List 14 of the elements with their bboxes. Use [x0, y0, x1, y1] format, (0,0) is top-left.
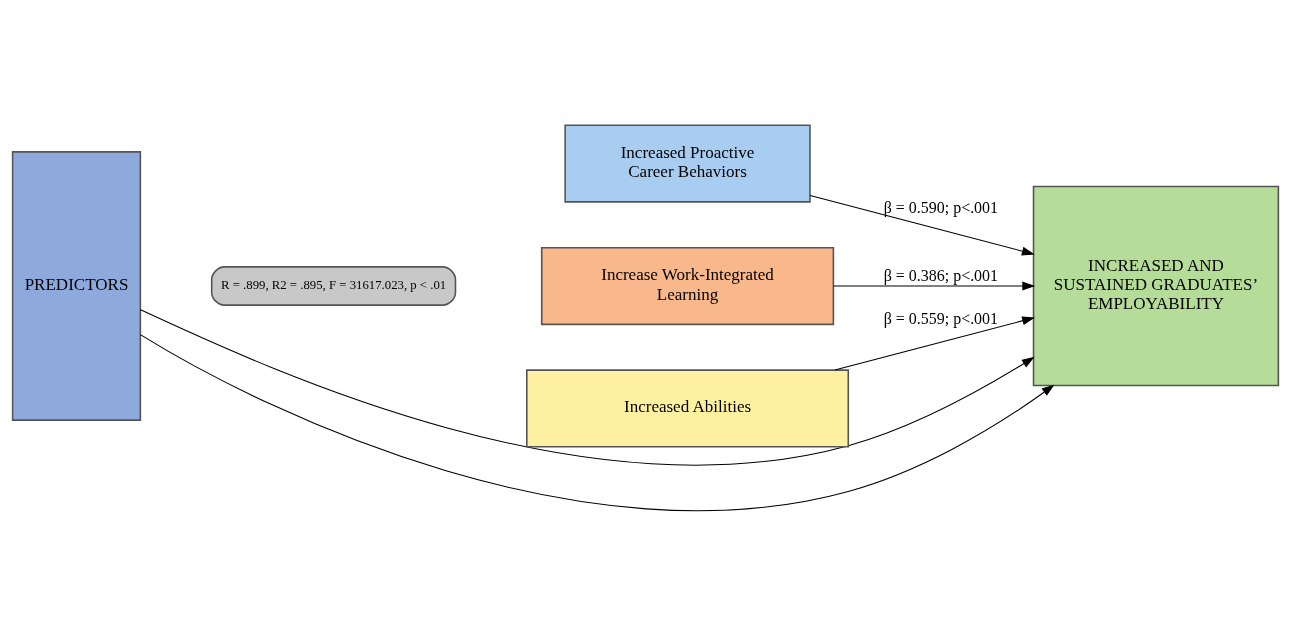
edge-label: β = 0.386; p<.001	[883, 266, 999, 284]
arrow	[139, 334, 1055, 512]
arrow	[809, 195, 1035, 256]
edge-label: β = 0.559; p<.001	[883, 310, 999, 328]
node-box: INCREASED AND SUSTAINED GRADUATES’ EMPLOYABILITY	[1032, 185, 1280, 387]
edge-label: β = 0.590; p<.001	[883, 198, 999, 216]
node-box: PREDICTORS	[11, 151, 142, 421]
node-box: Increased Abilities	[526, 369, 850, 448]
node-box: Increase Work-Integrated Learning	[540, 246, 835, 326]
arrow	[139, 309, 1035, 466]
node-box: R = .899, R2 = .895, F = 31617.023, p < .01	[210, 266, 457, 306]
arrow	[833, 281, 1036, 291]
arrow	[834, 316, 1035, 371]
node-box: Increased Proactive Career Behaviors	[564, 124, 811, 203]
